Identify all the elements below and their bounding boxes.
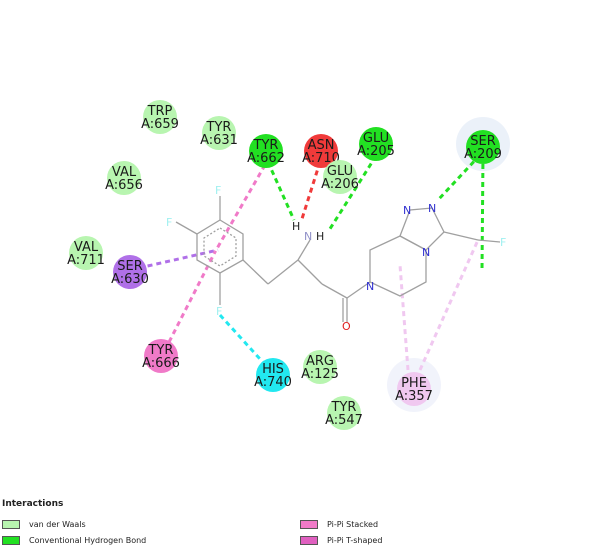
residue-tyr547: TYR A:547 [325, 396, 363, 430]
svg-text:A:206: A:206 [321, 177, 359, 192]
halogen-line-his740 [218, 313, 272, 372]
svg-text:A:662: A:662 [247, 151, 285, 166]
hbond-line-ser209-f [480, 154, 485, 271]
svg-text:A:125: A:125 [301, 367, 339, 382]
interaction-diagram: H N H O F F F F N N N N TRP A:659 TYR A:… [67, 100, 510, 430]
legend-swatch-pitshaped [300, 535, 318, 545]
hbond-line-ser209-n [436, 153, 482, 202]
svg-text:A:547: A:547 [325, 413, 363, 428]
svg-text:A:630: A:630 [111, 272, 149, 287]
svg-text:A:357: A:357 [395, 389, 433, 404]
atom-n-ring3: N [403, 204, 411, 217]
residue-ser209: SER A:209 [464, 130, 502, 164]
svg-text:A:710: A:710 [302, 151, 340, 166]
atom-h1: H [292, 220, 300, 233]
svg-text:VAL: VAL [112, 165, 137, 180]
svg-text:A:205: A:205 [357, 144, 395, 159]
residue-tyr666: TYR A:666 [142, 339, 180, 373]
atom-f3: F [216, 305, 222, 318]
svg-text:TYR: TYR [331, 400, 357, 415]
residue-ser630: SER A:630 [111, 255, 149, 289]
legend-item-hbond: Conventional Hydrogen Bond [2, 533, 146, 547]
atom-f2: F [166, 216, 172, 229]
atom-f1: F [215, 184, 221, 197]
atom-n-ring2: N [422, 246, 430, 259]
ligand-skeleton [175, 196, 501, 322]
legend-item-vdw: van der Waals [2, 517, 86, 531]
svg-text:A:711: A:711 [67, 253, 105, 268]
legend-swatch-pistack [300, 519, 318, 529]
residue-asn710: ASN A:710 [302, 134, 340, 168]
legend-swatch-vdw [2, 519, 20, 529]
atom-n-ring4: N [428, 202, 436, 215]
residue-trp659: TRP A:659 [141, 100, 179, 134]
pistack-line-tyr662 [213, 164, 267, 253]
legend-label: Pi-Pi T-shaped [327, 535, 383, 545]
svg-text:ARG: ARG [306, 354, 334, 369]
legend-label: Conventional Hydrogen Bond [29, 535, 147, 545]
svg-text:SER: SER [117, 259, 143, 274]
svg-text:TYR: TYR [148, 343, 174, 358]
legend: Interactions van der Waals Conventional … [0, 494, 599, 545]
hbond-line-tyr662 [266, 161, 296, 221]
svg-text:GLU: GLU [327, 164, 353, 179]
svg-text:A:659: A:659 [141, 117, 179, 132]
atom-o1: O [342, 320, 351, 333]
svg-text:SER: SER [470, 134, 496, 149]
svg-text:HIS: HIS [262, 362, 284, 377]
svg-text:A:666: A:666 [142, 356, 180, 371]
svg-text:GLU: GLU [363, 131, 389, 146]
legend-swatch-hbond [2, 535, 20, 545]
pisigma-line-ser630 [129, 248, 219, 272]
interaction-lines [129, 153, 485, 372]
pialkyl-line-phe357-a [398, 264, 410, 371]
legend-label: Pi-Pi Stacked [327, 519, 379, 529]
svg-text:A:656: A:656 [105, 178, 143, 193]
pistack-line-tyr666 [163, 251, 217, 351]
unfav-line-asn710 [299, 161, 322, 223]
legend-item-pitshaped: Pi-Pi T-shaped [300, 533, 382, 547]
atom-n1: N [304, 230, 312, 243]
residue-glu206: GLU A:206 [321, 160, 359, 194]
atom-f4: F [500, 236, 506, 249]
hbond-line-glu205 [326, 155, 378, 233]
svg-text:TYR: TYR [206, 120, 232, 135]
svg-text:A:631: A:631 [200, 133, 238, 148]
atom-h2: H [316, 230, 324, 243]
residue-val656: VAL A:656 [105, 161, 143, 195]
svg-text:PHE: PHE [401, 376, 427, 391]
svg-text:VAL: VAL [74, 240, 99, 255]
residue-glu205: GLU A:205 [357, 127, 395, 161]
legend-title: Interactions [2, 499, 64, 509]
svg-text:TYR: TYR [253, 138, 279, 153]
residue-tyr662: TYR A:662 [247, 134, 285, 168]
svg-text:A:740: A:740 [254, 375, 292, 390]
residue-phe357: PHE A:357 [395, 372, 433, 406]
svg-text:ASN: ASN [308, 138, 335, 153]
atom-n-ring1: N [366, 280, 374, 293]
residue-tyr631: TYR A:631 [200, 116, 238, 150]
residue-his740: HIS A:740 [254, 358, 292, 392]
legend-item-pistack: Pi-Pi Stacked [300, 517, 378, 531]
legend-label: van der Waals [29, 519, 86, 529]
residue-val711: VAL A:711 [67, 236, 105, 270]
svg-text:A:209: A:209 [464, 147, 502, 162]
pialkyl-line-phe357-b [418, 239, 480, 371]
residue-arg125: ARG A:125 [301, 350, 339, 384]
svg-text:TRP: TRP [147, 104, 173, 119]
